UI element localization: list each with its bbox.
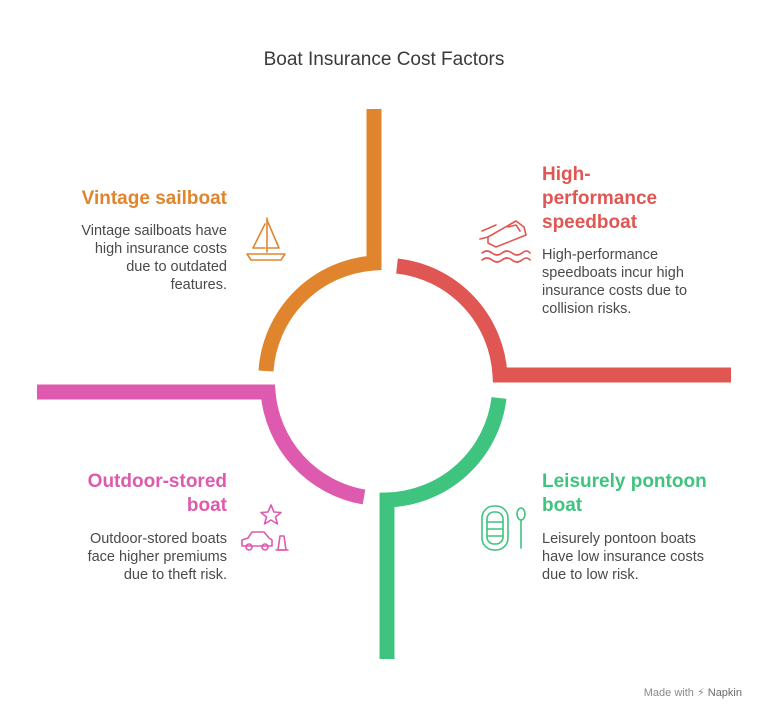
speedboat-icon (479, 220, 531, 263)
pink-arc (37, 384, 366, 505)
pontoon-heading: Leisurely pontoon boat (542, 471, 707, 516)
made-with-credit: Made with ⚡ Napkin (643, 687, 742, 699)
pontoon-raft-icon (481, 505, 526, 551)
outdoor-stored-description: Outdoor-stored boats face higher premium… (87, 531, 227, 583)
vintage-sailboat-heading: Vintage sailboat (81, 188, 227, 209)
diagram-title: Boat Insurance Cost Factors (263, 49, 505, 70)
vintage-sailboat-description: Vintage sailboats have high insurance co… (81, 223, 227, 293)
green-arc (379, 396, 507, 659)
orange-arc (258, 109, 382, 372)
speedboat-heading: High- performance speedboat (542, 164, 658, 233)
napkin-logo-icon: ⚡ (696, 687, 705, 699)
sailboat-icon (246, 217, 286, 261)
red-arc (396, 258, 731, 383)
speedboat-description: High-performance speedboats incur high i… (542, 247, 688, 317)
outdoor-stored-heading: Outdoor-stored boat (87, 471, 227, 516)
pontoon-description: Leisurely pontoon boats have low insuran… (542, 531, 704, 583)
car-star-icon (241, 504, 289, 551)
